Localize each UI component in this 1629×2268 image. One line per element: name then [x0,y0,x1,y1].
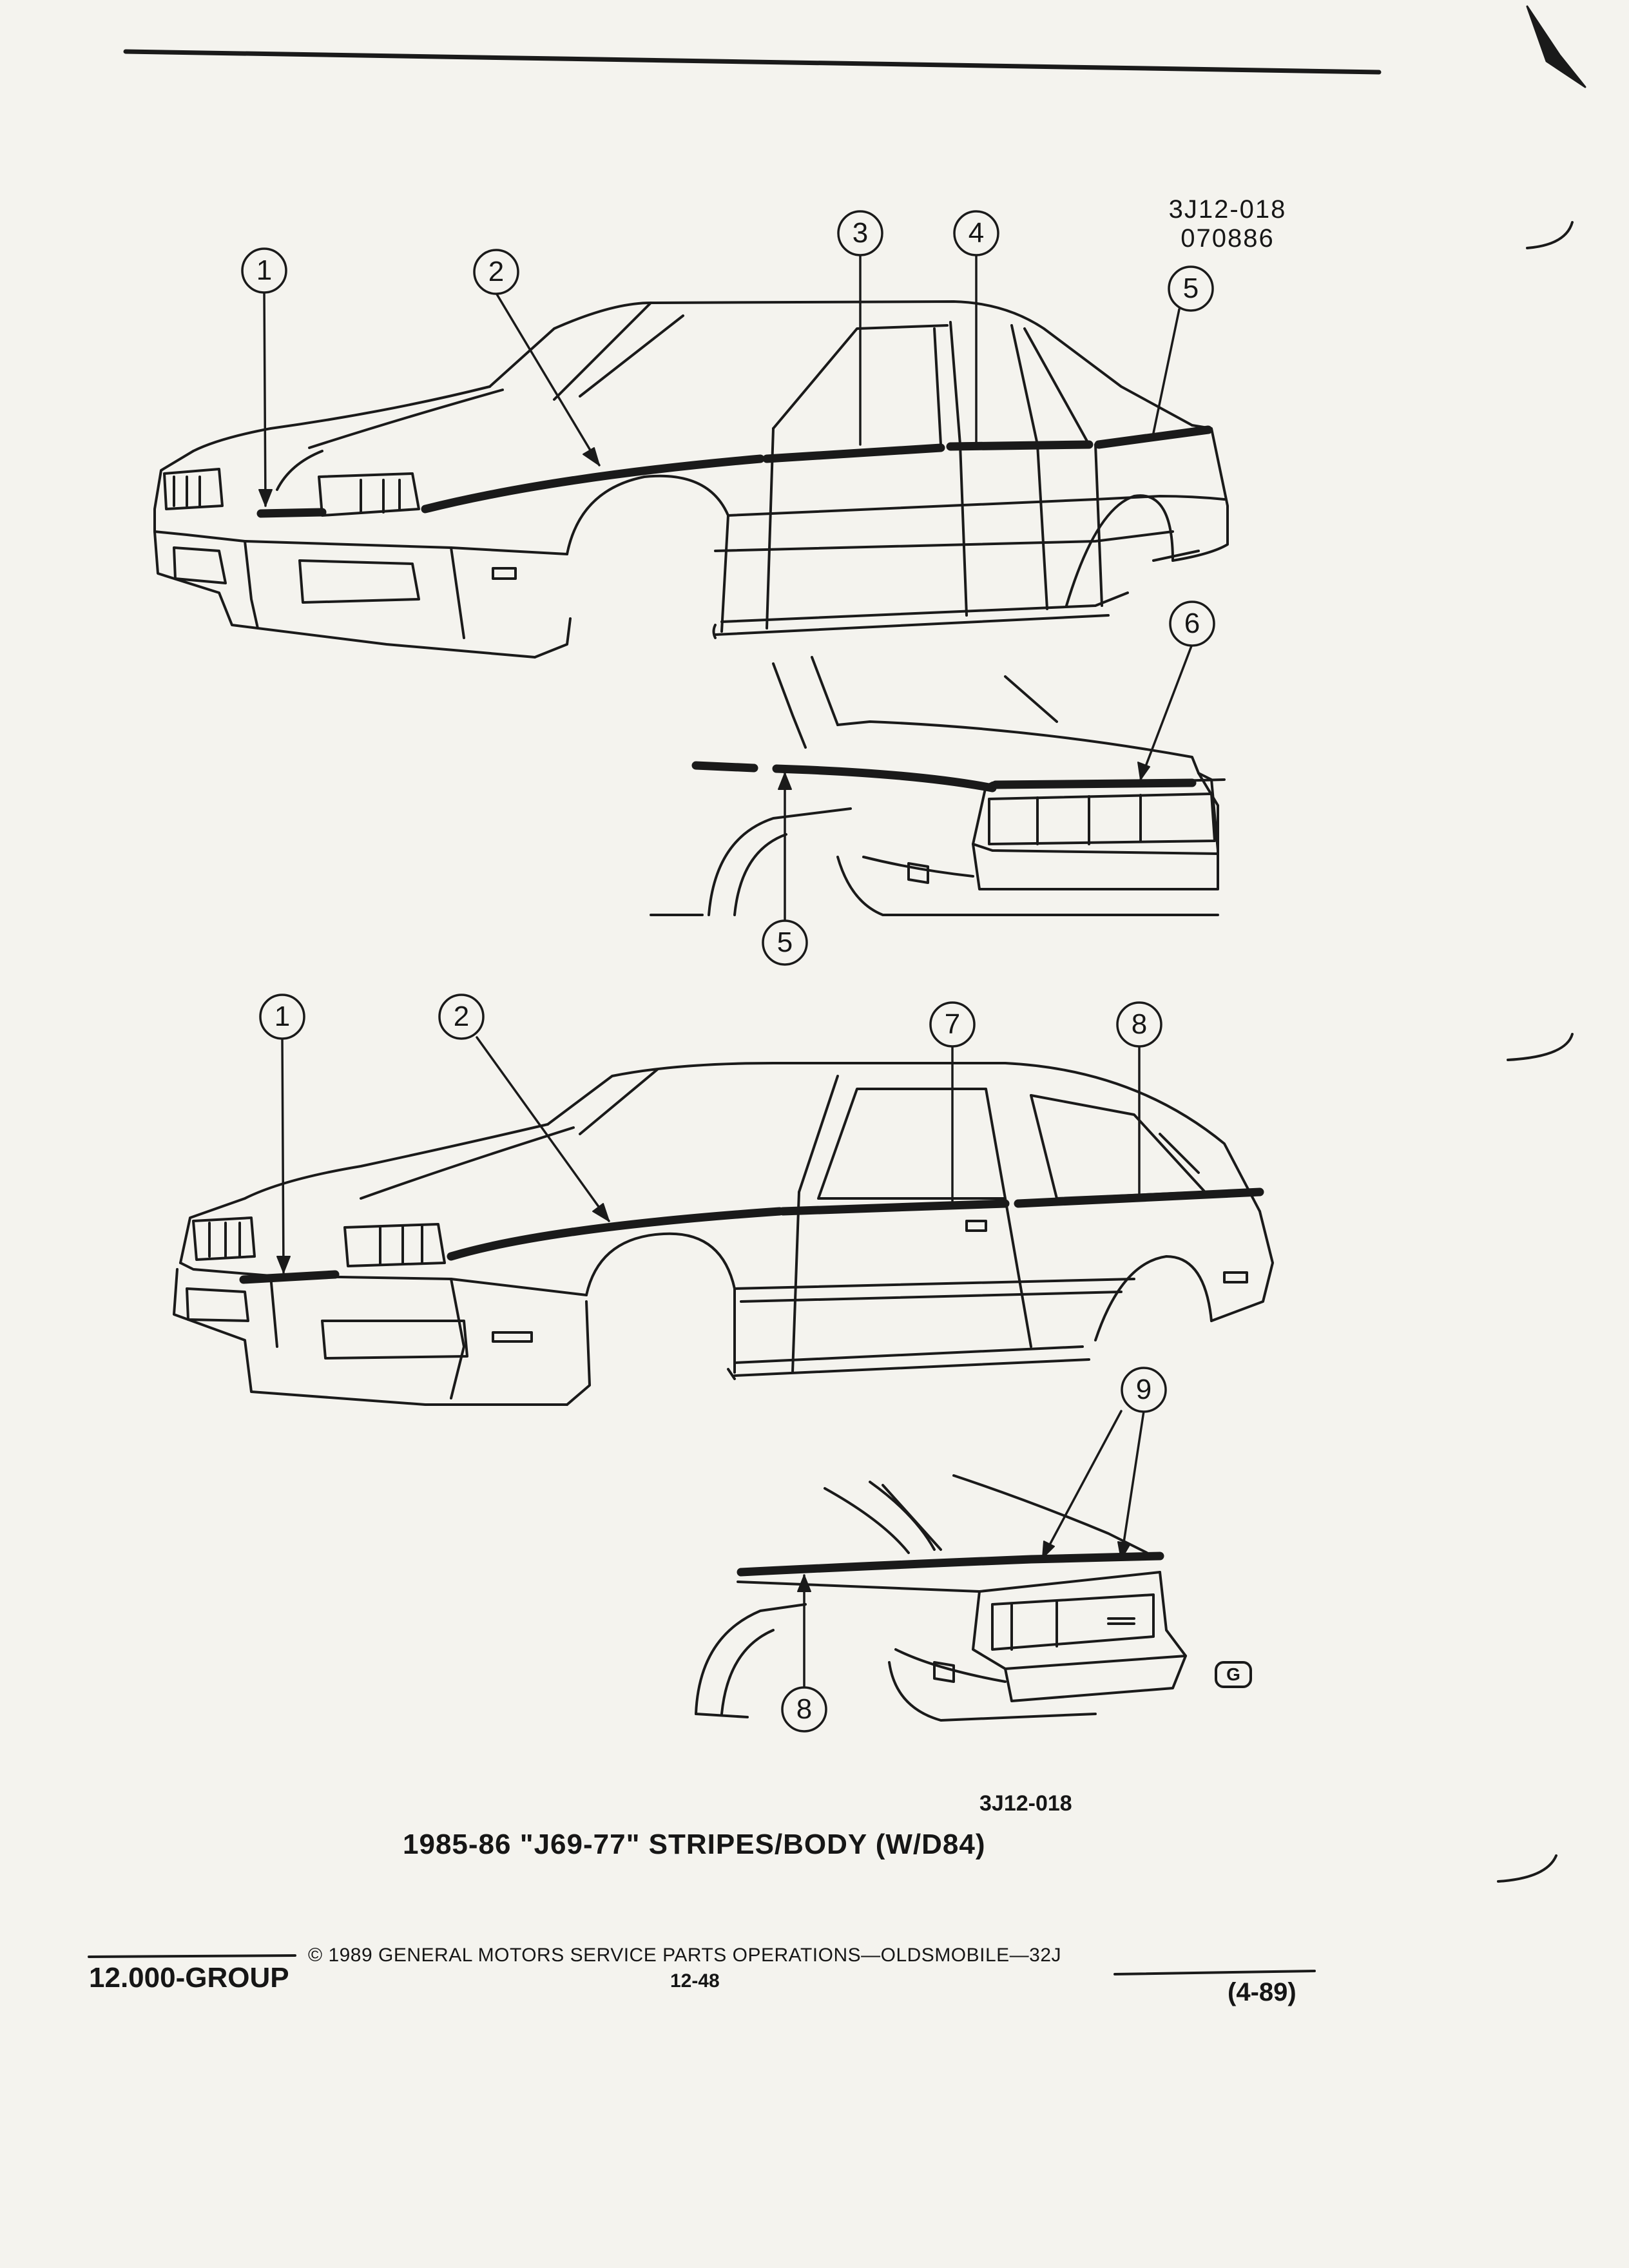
callout-number: 8 [1131,1008,1148,1040]
callout-number: 9 [1135,1374,1152,1405]
footer-rule-right [1113,1970,1316,1975]
figure-title: 1985-86 "J69-77" STRIPES/BODY (W/D84) [403,1829,986,1860]
figure-code-caption: 3J12-018 [979,1791,1072,1816]
binder-mark [1526,221,1574,249]
binder-mark [1497,1854,1557,1883]
binder-mark [1507,1033,1574,1061]
leader-lines [263,253,1193,1689]
callout-number: 1 [256,255,273,286]
header-rule [123,49,1382,75]
page-number: 12-48 [670,1970,720,1992]
figure-date: 070886 [1181,224,1275,253]
callout-number: 5 [776,927,793,958]
callout-number: 3 [852,217,869,249]
figure-code: 3J12-018 [1168,195,1287,224]
leader-arrowheads [258,447,1150,1592]
sedan-stripes [256,425,1213,518]
sedan-rear-stripes [691,761,1197,793]
callout-number: 1 [274,1001,291,1032]
callout-number: 4 [968,217,985,249]
callout-number: 6 [1184,608,1200,639]
callout-number: 2 [488,256,505,287]
logo-letter: G [1226,1664,1240,1684]
gm-logo-mark: G [1215,1661,1252,1688]
hatchback-rear-detail [695,1474,1187,1722]
callout-number: 5 [1182,273,1199,304]
callout-circles [241,210,1215,1733]
callout-number: 2 [453,1001,470,1032]
footer-rule-left [88,1954,296,1958]
callout-number: 8 [796,1693,813,1725]
callout-number: 7 [944,1008,961,1040]
revision-date: (4-89) [1228,1978,1296,2006]
binder-mark [1526,5,1586,88]
hatchback-side-view [173,1062,1274,1406]
hatchback-stripes [239,1187,1264,1284]
group-label: 12.000-GROUP [89,1962,289,1994]
sedan-side-view [153,300,1229,658]
copyright-line: © 1989 GENERAL MOTORS SERVICE PARTS OPER… [308,1945,1062,1966]
hatchback-rear-stripes [737,1552,1164,1577]
